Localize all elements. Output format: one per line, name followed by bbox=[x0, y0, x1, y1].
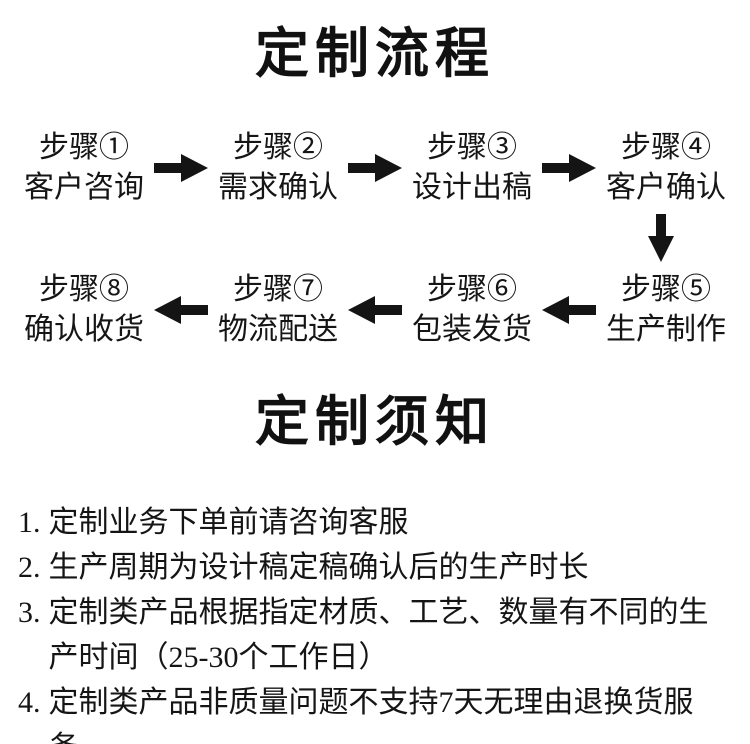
step-2: 步骤② 需求确认 bbox=[208, 128, 348, 208]
step-6: 步骤⑥ 包装发货 bbox=[402, 270, 542, 350]
notice-item-number: 2. bbox=[18, 551, 41, 584]
step-4: 步骤④ 客户确认 bbox=[596, 128, 736, 208]
arrow-left-icon bbox=[154, 295, 208, 325]
notice-list: 1. 定制业务下单前请咨询客服 2. 生产周期为设计稿定稿确认后的生产时长 3.… bbox=[0, 500, 750, 744]
step-5: 步骤⑤ 生产制作 bbox=[596, 270, 736, 350]
step-1-number: 步骤① bbox=[39, 131, 129, 164]
step-3-number: 步骤③ bbox=[427, 131, 517, 164]
flow-turn-row bbox=[0, 214, 750, 264]
flow-row-2: 步骤⑧ 确认收货 步骤⑦ 物流配送 步骤⑥ 包装发货 步骤⑤ 生产制作 bbox=[0, 268, 750, 352]
step-6-number: 步骤⑥ bbox=[427, 273, 517, 306]
notice-item-1: 1. 定制业务下单前请咨询客服 bbox=[18, 500, 734, 545]
step-7-number: 步骤⑦ bbox=[233, 273, 323, 306]
step-5-label: 生产制作 bbox=[606, 313, 726, 346]
step-1: 步骤① 客户咨询 bbox=[14, 128, 154, 208]
notice-item-text: 定制业务下单前请咨询客服 bbox=[48, 506, 409, 539]
step-7: 步骤⑦ 物流配送 bbox=[208, 270, 348, 350]
notice-item-4: 4. 定制类产品非质量问题不支持7天无理由退换货服务 bbox=[18, 680, 734, 744]
arrow-down-icon bbox=[648, 214, 674, 264]
flow-title: 定制流程 bbox=[255, 24, 495, 84]
arrow-right-icon bbox=[154, 153, 208, 183]
notice-title: 定制须知 bbox=[255, 392, 495, 452]
step-2-number: 步骤② bbox=[233, 131, 323, 164]
step-8: 步骤⑧ 确认收货 bbox=[14, 270, 154, 350]
step-2-label: 需求确认 bbox=[218, 171, 338, 204]
step-4-label: 客户确认 bbox=[606, 171, 726, 204]
step-1-label: 客户咨询 bbox=[24, 171, 144, 204]
notice-item-number: 3. bbox=[18, 596, 41, 629]
arrow-left-icon bbox=[542, 295, 596, 325]
notice-item-number: 1. bbox=[18, 506, 41, 539]
notice-item-2: 2. 生产周期为设计稿定稿确认后的生产时长 bbox=[18, 545, 734, 590]
step-3-label: 设计出稿 bbox=[412, 171, 532, 204]
step-8-label: 确认收货 bbox=[24, 313, 144, 346]
step-7-label: 物流配送 bbox=[218, 313, 338, 346]
step-5-number: 步骤⑤ bbox=[621, 273, 711, 306]
notice-item-3: 3. 定制类产品根据指定材质、工艺、数量有不同的生产时间（25-30个工作日） bbox=[18, 590, 734, 680]
notice-item-text: 定制类产品根据指定材质、工艺、数量有不同的生产时间（25-30个工作日） bbox=[48, 596, 709, 674]
notice-item-text: 生产周期为设计稿定稿确认后的生产时长 bbox=[48, 551, 589, 584]
step-6-label: 包装发货 bbox=[412, 313, 532, 346]
step-8-number: 步骤⑧ bbox=[39, 273, 129, 306]
flow-row-1: 步骤① 客户咨询 步骤② 需求确认 步骤③ 设计出稿 步骤④ 客户确认 bbox=[0, 126, 750, 210]
arrow-left-icon bbox=[348, 295, 402, 325]
step-3: 步骤③ 设计出稿 bbox=[402, 128, 542, 208]
notice-item-number: 4. bbox=[18, 686, 41, 719]
notice-item-text: 定制类产品非质量问题不支持7天无理由退换货服务 bbox=[48, 686, 694, 744]
arrow-right-icon bbox=[542, 153, 596, 183]
step-4-number: 步骤④ bbox=[621, 131, 711, 164]
arrow-right-icon bbox=[348, 153, 402, 183]
